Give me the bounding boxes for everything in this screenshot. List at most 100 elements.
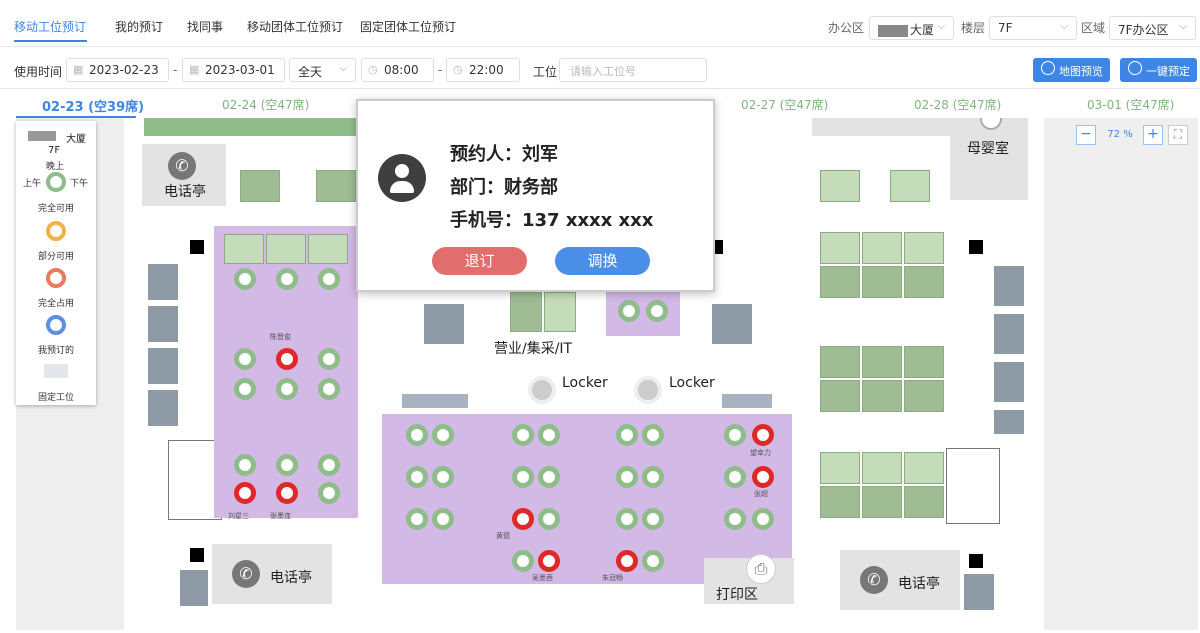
legend-panel: 大厦 7F 晚上 上午 下午 完全可用 部分可用 完全占用 我预订的 固定工位	[16, 121, 96, 405]
seat-occupied[interactable]	[234, 482, 256, 504]
start-time-value: 08:00	[384, 63, 419, 77]
seat-available[interactable]	[276, 268, 298, 290]
start-date-input[interactable]: ▦2023-02-23	[66, 58, 169, 82]
seat-available[interactable]	[538, 508, 560, 530]
seat-available[interactable]	[616, 466, 638, 488]
office-label: 办公区	[828, 21, 865, 35]
seat-available[interactable]	[318, 268, 340, 290]
floor-value: 7F	[998, 21, 1013, 35]
office-select[interactable]: 大厦 ⌵	[869, 16, 954, 40]
seat-available[interactable]	[646, 300, 668, 322]
fullscreen-icon[interactable]: ⛶	[1168, 125, 1188, 145]
seat-available[interactable]	[234, 378, 256, 400]
seat-owner-name: 陈晋俊	[270, 333, 291, 341]
seat-available[interactable]	[234, 268, 256, 290]
date-tab-0228[interactable]: 02-28 (空47席)	[914, 98, 1002, 112]
date-separator: -	[173, 63, 178, 77]
partition	[168, 440, 222, 520]
seat-available[interactable]	[724, 508, 746, 530]
seat-available[interactable]	[234, 454, 256, 476]
swap-seat-button[interactable]: 调换	[555, 247, 650, 275]
seat-available[interactable]	[276, 378, 298, 400]
seat-available[interactable]	[432, 466, 454, 488]
seat-occupied[interactable]	[512, 508, 534, 530]
seat-available[interactable]	[432, 508, 454, 530]
seat-available[interactable]	[724, 424, 746, 446]
date-tab-0224[interactable]: 02-24 (空47席)	[222, 98, 310, 112]
tab-find-colleague[interactable]: 找同事	[187, 20, 224, 34]
seat-available[interactable]	[752, 508, 774, 530]
seat-occupied[interactable]	[616, 550, 638, 572]
seat-available[interactable]	[318, 482, 340, 504]
end-date-input[interactable]: ▦2023-03-01	[182, 58, 285, 82]
seat-available[interactable]	[234, 348, 256, 370]
one-click-book-label: 一键预定	[1146, 65, 1190, 78]
zoom-out-button[interactable]: −	[1076, 125, 1096, 145]
seat-occupied[interactable]	[276, 482, 298, 504]
seat-available[interactable]	[512, 424, 534, 446]
seat-available[interactable]	[406, 466, 428, 488]
cabinet	[964, 574, 994, 610]
legend-mine-icon	[46, 315, 66, 335]
date-tab-0223[interactable]: 02-23 (空39席)	[42, 100, 145, 115]
mother-room[interactable]	[950, 118, 1028, 200]
start-time-input[interactable]: ◷08:00	[361, 58, 434, 82]
seat-available[interactable]	[642, 508, 664, 530]
zoom-in-button[interactable]: +	[1143, 125, 1163, 145]
desk-block	[862, 380, 902, 412]
seat-available[interactable]	[642, 550, 664, 572]
desk-block	[820, 380, 860, 412]
chevron-down-icon: ⌵	[937, 21, 945, 32]
seat-occupied[interactable]	[752, 424, 774, 446]
seat-occupied[interactable]	[538, 550, 560, 572]
desk-block	[862, 346, 902, 378]
tab-mobile-seat-booking[interactable]: 移动工位预订	[14, 20, 87, 34]
period-value: 全天	[298, 65, 323, 79]
seat-available[interactable]	[318, 454, 340, 476]
desk-block	[544, 292, 576, 332]
date-tab-0301[interactable]: 03-01 (空47席)	[1087, 98, 1175, 112]
locker-icon	[634, 376, 662, 404]
legend-afternoon: 下午	[70, 179, 89, 189]
seat-available[interactable]	[512, 466, 534, 488]
seat-available[interactable]	[616, 424, 638, 446]
seat-available[interactable]	[724, 466, 746, 488]
seat-available[interactable]	[642, 424, 664, 446]
end-time-input[interactable]: ◷22:00	[446, 58, 520, 82]
seat-available[interactable]	[512, 550, 534, 572]
tab-my-bookings[interactable]: 我的预订	[115, 20, 164, 34]
cancel-booking-button[interactable]: 退订	[432, 247, 527, 275]
seat-available[interactable]	[406, 508, 428, 530]
seat-available[interactable]	[406, 424, 428, 446]
seat-available[interactable]	[432, 424, 454, 446]
period-select[interactable]: 全天 ⌵	[289, 58, 356, 82]
seat-available[interactable]	[616, 508, 638, 530]
time-separator: -	[438, 63, 443, 77]
floor-label: 楼层	[961, 21, 986, 35]
divider	[0, 46, 1200, 47]
calendar-icon: ▦	[189, 63, 200, 76]
floor-select[interactable]: 7F ⌵	[989, 16, 1077, 40]
seat-available[interactable]	[538, 424, 560, 446]
one-click-book-button[interactable]: 一键预定	[1120, 58, 1197, 82]
map-preview-button[interactable]: 地图预览	[1033, 58, 1110, 82]
seat-occupied[interactable]	[276, 348, 298, 370]
seat-available[interactable]	[642, 466, 664, 488]
chevron-down-icon: ⌵	[339, 63, 347, 74]
desk-block	[904, 346, 944, 378]
seat-available[interactable]	[318, 378, 340, 400]
seat-available[interactable]	[538, 466, 560, 488]
booker-phone: 手机号：137 xxxx xxx	[450, 210, 654, 231]
seat-occupied[interactable]	[752, 466, 774, 488]
legend-building: 大厦	[66, 134, 86, 145]
date-tab-0227[interactable]: 02-27 (空47席)	[741, 98, 829, 112]
seat-available[interactable]	[276, 454, 298, 476]
seat-number-input[interactable]: 请输入工位号	[559, 58, 707, 82]
area-select[interactable]: 7F办公区 ⌵	[1109, 16, 1196, 40]
seat-available[interactable]	[318, 348, 340, 370]
legend-fixed-icon	[44, 364, 68, 378]
tab-mobile-group-booking[interactable]: 移动团体工位预订	[247, 20, 344, 34]
desk-block	[820, 232, 860, 264]
seat-available[interactable]	[618, 300, 640, 322]
tab-fixed-group-booking[interactable]: 固定团体工位预订	[360, 20, 457, 34]
